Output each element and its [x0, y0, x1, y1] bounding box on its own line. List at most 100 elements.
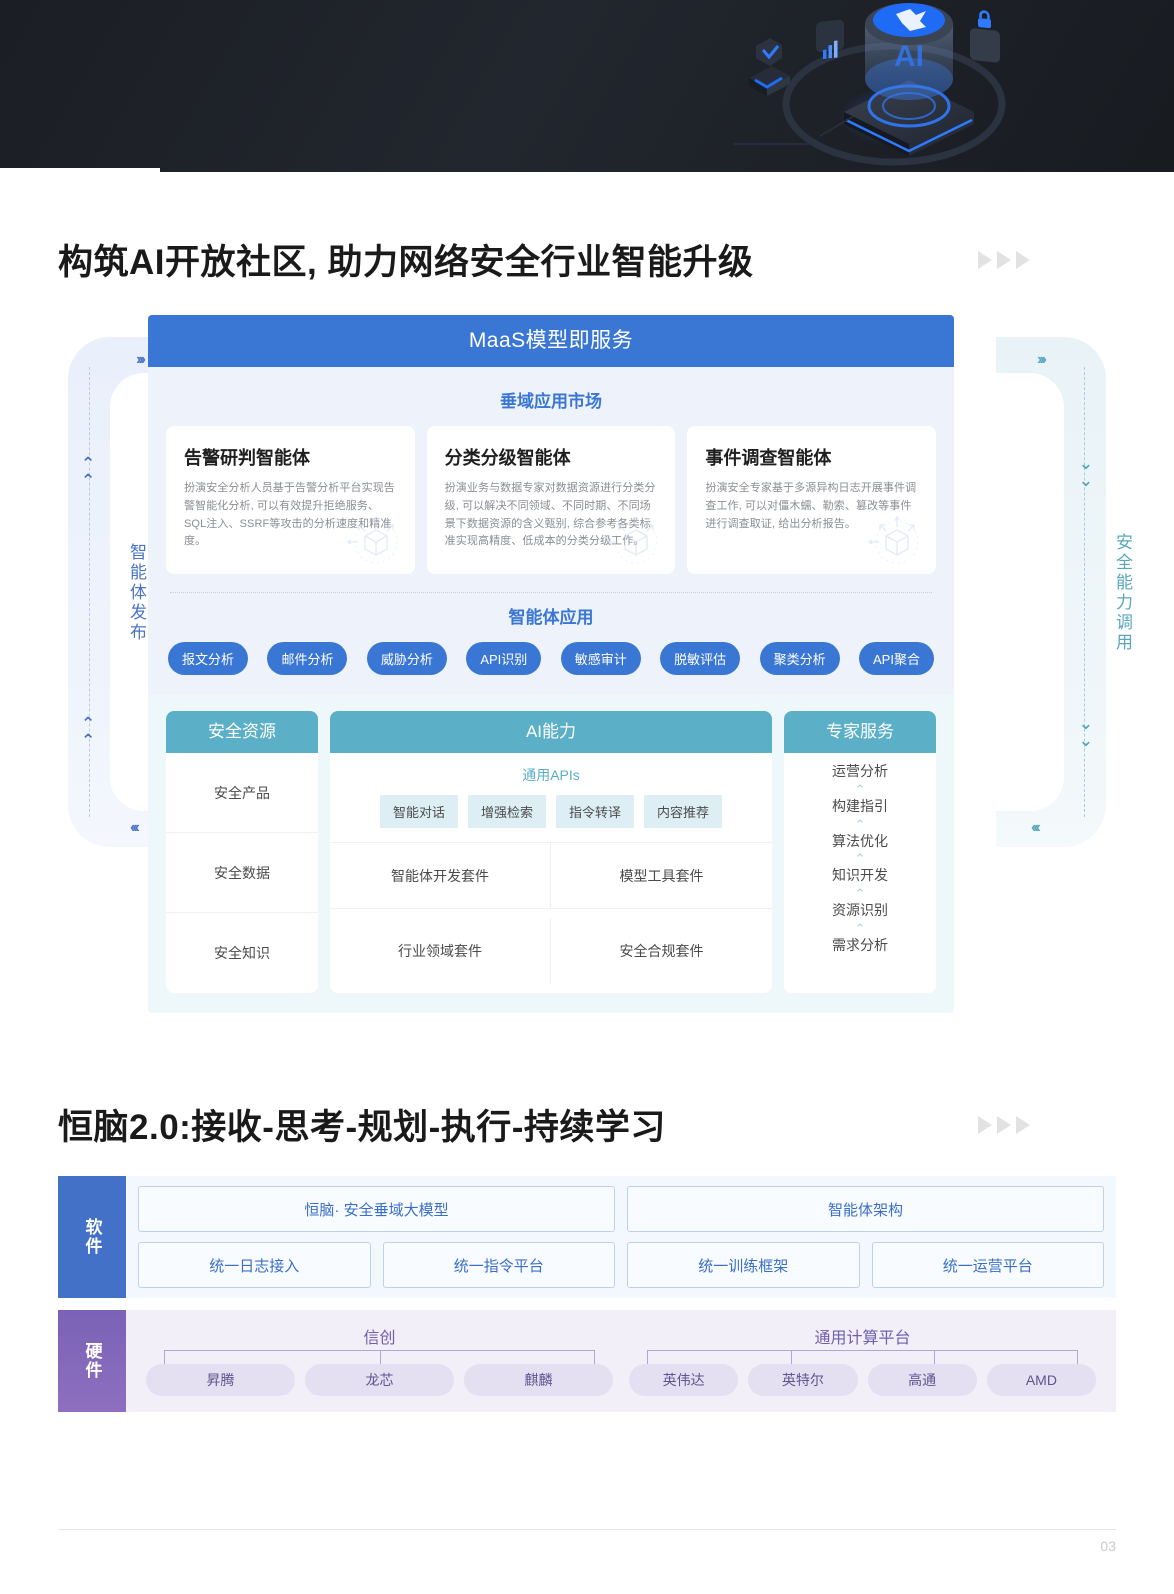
agent-tag[interactable]: 敏感审计: [560, 642, 641, 675]
rail-left-arrow-bottom: ‹‹‹: [130, 819, 140, 836]
hardware-chip[interactable]: 英伟达: [629, 1364, 739, 1396]
software-box[interactable]: 统一指令平台: [382, 1242, 615, 1288]
kit-cell[interactable]: 安全合规套件: [619, 943, 704, 959]
kit-cell[interactable]: 智能体开发套件: [330, 843, 551, 909]
rail-right-dash: [1084, 367, 1085, 817]
chevron-up-icon: ⌃: [854, 886, 866, 902]
footer-divider: [58, 1529, 1116, 1530]
title-arrows-2: [978, 1115, 1116, 1134]
rail-right-label: 安全能力调用: [1113, 533, 1132, 653]
agent-tag[interactable]: 聚类分析: [759, 642, 840, 675]
agent-tag[interactable]: 威胁分析: [366, 642, 447, 675]
kit-cell[interactable]: 模型工具套件: [551, 843, 772, 909]
agent-card[interactable]: 分类分级智能体 扮演业务与数据专家对数据资源进行分类分级, 可以解决不同领域、不…: [426, 426, 676, 574]
capability-section: 安全资源 安全产品 安全数据 安全知识 AI能力 通用APIs 智能对话 增强检…: [148, 695, 954, 1013]
agent-card-list: 告警研判智能体 扮演安全分析人员基于告警分析平台实现告警智能化分析, 可以有效提…: [166, 426, 937, 574]
hardware-chip[interactable]: AMD: [986, 1364, 1096, 1396]
software-box[interactable]: 统一日志接入: [138, 1242, 371, 1288]
vertical-market-section: 垂域应用市场 告警研判智能体 扮演安全分析人员基于告警分析平台实现告警智能化分析…: [148, 367, 954, 695]
page-title-2: 恒脑2.0:接收-思考-规划-执行-持续学习: [58, 1108, 666, 1147]
chevron-up-icon: ⌃⌃: [81, 454, 96, 490]
hardware-chip[interactable]: 龙芯: [305, 1364, 454, 1396]
software-box[interactable]: 统一训练框架: [627, 1242, 860, 1288]
chevron-up-icon: ⌃: [854, 851, 866, 867]
kit-grid: 智能体开发套件 模型工具套件 行业领域套件 安全合规套件: [330, 842, 772, 993]
agent-card-title: 分类分级智能体: [444, 448, 571, 468]
maas-panel-header: MaaS模型即服务: [148, 315, 954, 367]
expert-item[interactable]: 需求分析: [832, 936, 888, 953]
rail-security-invoke: ››› ⌄⌄ 安全能力调用 ⌄⌄ ‹‹‹: [954, 337, 1132, 847]
agent-card-desc: 扮演安全专家基于多源异构日志开展事件调查工作, 可以对僵木蠕、勒索、篡改等事件进…: [705, 482, 917, 530]
security-resources-column: 安全资源 安全产品 安全数据 安全知识: [166, 711, 318, 993]
triangle-icon: [1016, 1115, 1030, 1134]
agent-tag[interactable]: 脱敏评估: [660, 642, 741, 675]
chevron-up-icon: ⌃: [854, 920, 866, 936]
api-tag[interactable]: 内容推荐: [644, 795, 723, 828]
architecture-diagram: 软件 恒脑· 安全垂域大模型 智能体架构 统一日志接入 统一指令平台 统一训练框…: [58, 1176, 1116, 1412]
chevron-down-icon: ⌄⌄: [1078, 714, 1093, 750]
hardware-group: 通用计算平台 英伟达 英特尔 高通 AMD: [621, 1320, 1104, 1396]
api-tag[interactable]: 增强检索: [467, 795, 546, 828]
hero-accent-stripe: [0, 168, 160, 172]
api-tag-list: 智能对话 增强检索 指令转译 内容推荐: [340, 795, 762, 828]
resource-item[interactable]: 安全产品: [166, 753, 318, 833]
rail-right-arrow-top: ›››: [1037, 351, 1047, 368]
agent-card-desc: 扮演业务与数据专家对数据资源进行分类分级, 可以解决不同领域、不同时期、不同场景…: [444, 482, 656, 548]
market-title: 垂域应用市场: [500, 392, 602, 411]
api-tag[interactable]: 智能对话: [379, 795, 458, 828]
expert-item[interactable]: 资源识别: [832, 902, 888, 919]
agent-tag[interactable]: API聚合: [859, 642, 934, 675]
svg-text:AI: AI: [894, 40, 924, 73]
agent-card-desc: 扮演安全分析人员基于告警分析平台实现告警智能化分析, 可以有效提升拒绝服务、SQ…: [184, 482, 395, 548]
hardware-group: 信创 昇腾 龙芯 麒麟: [138, 1320, 621, 1396]
hardware-tab: 硬件: [58, 1310, 126, 1412]
software-box[interactable]: 统一运营平台: [871, 1242, 1104, 1288]
hardware-groups: 信创 昇腾 龙芯 麒麟 通用计算平台: [138, 1320, 1104, 1396]
api-tag[interactable]: 指令转译: [556, 795, 635, 828]
kit-cell[interactable]: 行业领域套件: [330, 918, 551, 984]
agent-tag[interactable]: 报文分析: [168, 642, 249, 675]
software-bottom-row: 统一日志接入 统一指令平台 统一训练框架 统一运营平台: [138, 1242, 1104, 1288]
software-box[interactable]: 恒脑· 安全垂域大模型: [138, 1186, 615, 1232]
agent-card[interactable]: 告警研判智能体 扮演安全分析人员基于告警分析平台实现告警智能化分析, 可以有效提…: [166, 426, 415, 574]
expert-services-column: 专家服务 运营分析 ⌃ 构建指引 ⌃ 算法优化 ⌃ 知识开发 ⌃ 资源识别 ⌃ …: [784, 711, 936, 993]
triangle-icon: [997, 1115, 1011, 1134]
ai-capability-column: AI能力 通用APIs 智能对话 增强检索 指令转译 内容推荐 智能体开发套件 …: [330, 711, 772, 993]
expert-item[interactable]: 知识开发: [832, 867, 888, 884]
triangle-icon: [978, 1115, 992, 1134]
agent-tag-list: 报文分析 邮件分析 威胁分析 API识别 敏感审计 脱敏评估 聚类分析 API聚…: [166, 642, 936, 675]
maas-panel: MaaS模型即服务 垂域应用市场 告警研判智能体 扮演安全分析人员基于告警分析平…: [148, 315, 954, 1013]
agent-card-title: 告警研判智能体: [184, 448, 310, 468]
resource-item[interactable]: 安全知识: [214, 945, 270, 961]
hardware-chip[interactable]: 高通: [867, 1364, 977, 1396]
page-title-1: 构筑AI开放社区, 助力网络安全行业智能升级: [58, 243, 754, 282]
triangle-icon: [978, 250, 992, 269]
resource-item[interactable]: 安全数据: [166, 833, 318, 913]
chevron-up-icon: ⌃: [854, 816, 866, 832]
expert-service-list: 运营分析 ⌃ 构建指引 ⌃ 算法优化 ⌃ 知识开发 ⌃ 资源识别 ⌃ 需求分析: [784, 753, 936, 962]
expert-item[interactable]: 构建指引: [832, 797, 888, 814]
section2-title-row: 恒脑2.0:接收-思考-规划-执行-持续学习: [0, 1099, 1174, 1150]
page-footer: 03: [58, 1529, 1116, 1554]
software-box[interactable]: 智能体架构: [627, 1186, 1104, 1232]
agent-tag[interactable]: 邮件分析: [267, 642, 348, 675]
chevron-down-icon: ⌄⌄: [1078, 454, 1093, 490]
hardware-row: 硬件 信创 昇腾 龙芯 麒麟: [58, 1310, 1116, 1412]
hardware-group-title: 通用计算平台: [814, 1330, 911, 1347]
rail-right-shape: [954, 337, 1106, 847]
expert-item[interactable]: 算法优化: [832, 832, 888, 849]
chevron-up-icon: ⌃⌃: [81, 714, 96, 750]
software-body: 恒脑· 安全垂域大模型 智能体架构 统一日志接入 统一指令平台 统一训练框架 统…: [126, 1176, 1116, 1298]
agent-tag[interactable]: API识别: [466, 642, 542, 675]
hardware-chip[interactable]: 英特尔: [748, 1364, 858, 1396]
agent-card[interactable]: 事件调查智能体 扮演安全专家基于多源异构日志开展事件调查工作, 可以对僵木蠕、勒…: [687, 426, 937, 574]
expert-item[interactable]: 运营分析: [832, 763, 888, 779]
software-top-row: 恒脑· 安全垂域大模型 智能体架构: [138, 1186, 1104, 1232]
software-tab-label: 软件: [82, 1218, 102, 1256]
hardware-chip-list: 英伟达 英特尔 高通 AMD: [629, 1364, 1096, 1396]
hardware-chip[interactable]: 昇腾: [146, 1364, 295, 1396]
ai-illustration: AI: [734, 3, 1006, 166]
triangle-icon: [997, 250, 1011, 269]
hardware-chip[interactable]: 麒麟: [464, 1364, 613, 1396]
agent-card-title: 事件调查智能体: [705, 448, 832, 468]
